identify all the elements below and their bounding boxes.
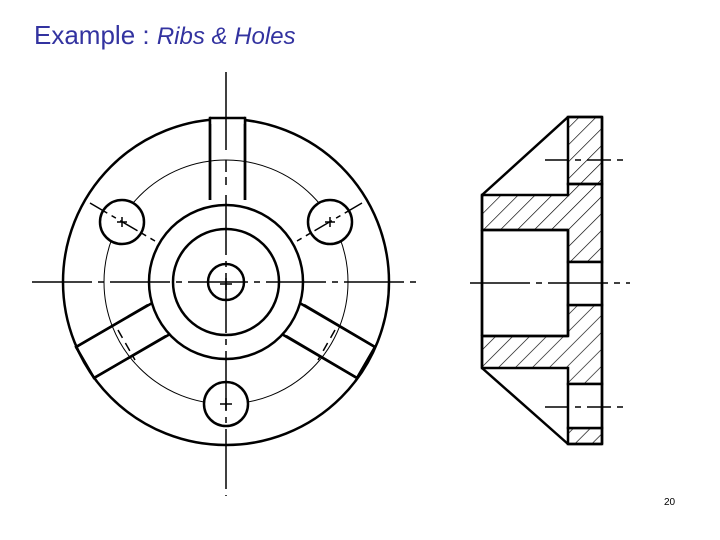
rib-top bbox=[208, 116, 247, 200]
hatch-upper-body bbox=[480, 182, 604, 264]
page-number: 20 bbox=[664, 497, 676, 508]
title-main: Example bbox=[34, 20, 136, 50]
title-subtitle: Ribs & Holes bbox=[156, 23, 296, 50]
hatch-bottom-rim bbox=[566, 426, 604, 446]
section-center-lines bbox=[470, 159, 630, 408]
slide-title: Example : Ribs & Holes bbox=[34, 20, 296, 51]
section-view bbox=[470, 115, 630, 446]
hatch-top-rim bbox=[566, 115, 604, 186]
section-bolt-hole-low bbox=[566, 382, 604, 430]
title-separator: : bbox=[135, 20, 157, 50]
rib-lower-left bbox=[74, 303, 167, 380]
hatch-lower-body bbox=[480, 303, 604, 386]
center-lines bbox=[32, 72, 418, 496]
rib-lower-right bbox=[285, 303, 377, 380]
front-view bbox=[32, 72, 418, 496]
hidden-lines bbox=[117, 160, 336, 361]
